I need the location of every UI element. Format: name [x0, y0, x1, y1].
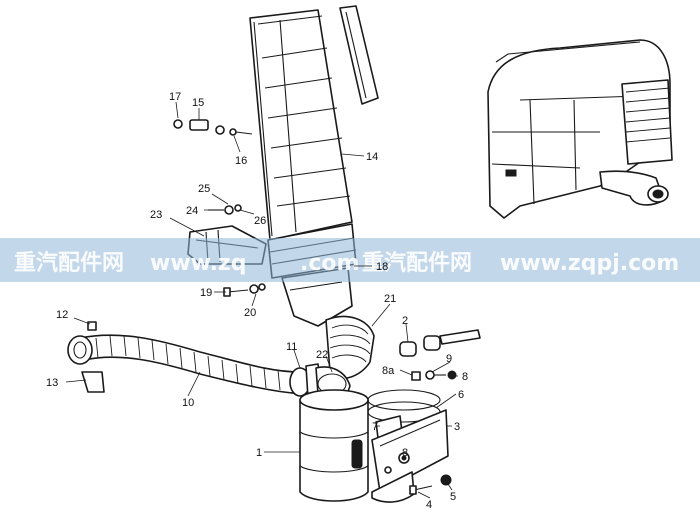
callout-7: 7 — [372, 421, 378, 433]
callout-21: 21 — [384, 293, 396, 305]
watermark-band: 重汽配件网 www.zq .com 重汽配件网 www.zqpj.com — [0, 238, 700, 282]
seal-strip — [339, 5, 379, 105]
callout-8-bracket: 8 — [402, 447, 408, 459]
callout-15: 15 — [192, 97, 204, 109]
callout-8a: 8a — [382, 365, 395, 377]
air-filter-canister — [299, 389, 369, 502]
callout-14: 14 — [366, 151, 378, 163]
callout-4: 4 — [426, 499, 432, 511]
bracket-bolt-nut — [409, 474, 452, 495]
callout-16: 16 — [235, 155, 247, 167]
truck-cab-illustration — [487, 39, 673, 219]
callout-19: 19 — [200, 287, 212, 299]
hose-end-fitting — [67, 321, 105, 393]
air-intake-duct — [249, 9, 353, 241]
callout-1: 1 — [256, 447, 262, 459]
callout-17: 17 — [169, 91, 181, 103]
callout-3: 3 — [454, 421, 460, 433]
watermark-url-left: www.zq — [150, 251, 246, 276]
callout-12: 12 — [56, 309, 68, 321]
corrugated-hose — [79, 334, 305, 395]
bolt-assembly-lower — [223, 283, 266, 297]
callout-9: 9 — [446, 353, 452, 365]
leader-lines — [65, 101, 458, 499]
watermark-text-right: 重汽配件网 — [362, 250, 472, 276]
bolt-assembly-mid — [208, 204, 242, 215]
watermark-text-left: 重汽配件网 — [14, 250, 124, 276]
callout-25: 25 — [198, 183, 210, 195]
callout-13: 13 — [46, 377, 58, 389]
callout-22: 22 — [316, 349, 328, 361]
callout-18: 18 — [376, 261, 388, 273]
callout-8-right: 8 — [462, 371, 468, 383]
small-mount-parts — [399, 329, 481, 381]
callout-24: 24 — [186, 205, 198, 217]
callout-2: 2 — [402, 315, 408, 327]
callout-5: 5 — [450, 491, 456, 503]
callout-11: 11 — [286, 341, 297, 353]
bolt-assembly-top — [173, 119, 253, 136]
watermark-url-left-tail: .com — [300, 251, 359, 276]
callout-10: 10 — [182, 397, 194, 409]
callout-26: 26 — [254, 215, 266, 227]
callout-6: 6 — [458, 389, 464, 401]
watermark-url-right: www.zqpj.com — [500, 251, 679, 276]
mounting-bracket — [371, 409, 449, 503]
callout-labels: 17 15 16 14 25 24 26 23 18 19 20 21 22 1… — [46, 91, 468, 511]
callout-23: 23 — [150, 209, 162, 221]
callout-20: 20 — [244, 307, 256, 319]
